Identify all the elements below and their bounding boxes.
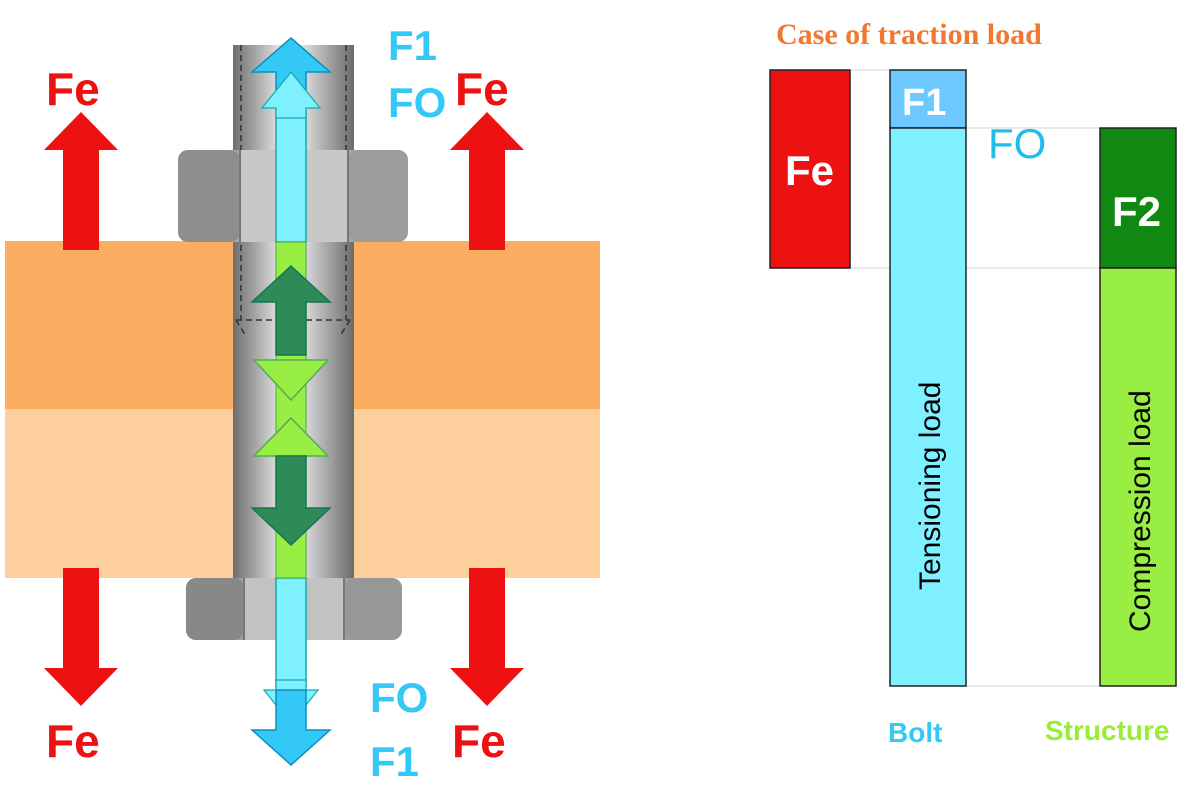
bolt-added-load-bar	[889, 69, 967, 129]
lower-plate-left	[5, 409, 233, 578]
bolt-tension-core-bottom	[275, 577, 307, 689]
fe-label-bottom-right: Fe	[452, 715, 506, 767]
guide-lines	[850, 69, 1100, 687]
bolt-tensioning-bar	[889, 127, 967, 687]
structure-arrow-down-light-1	[252, 359, 330, 402]
external-force-arrow-bottom-left	[44, 568, 118, 706]
compression-load-label: Compression load	[1124, 390, 1157, 632]
joint-illustration: Fe Fe Fe Fe F1 FO FO F1	[5, 22, 600, 785]
load-bars-diagram: Case of traction load Fe F1 Tensioning l…	[769, 18, 1177, 748]
upper-plate-right	[354, 241, 600, 409]
fe-label-top-left: Fe	[46, 63, 100, 115]
structure-arrow-down-dark-2	[250, 455, 332, 547]
diagram-title: Case of traction load	[776, 18, 1042, 51]
structure-relief-label: F2	[1112, 188, 1161, 235]
bolt-caption: Bolt	[888, 717, 942, 748]
structure-compression-bar	[1099, 267, 1177, 687]
fe-label-top-right: Fe	[455, 63, 509, 115]
bolt-force-arrow-down	[250, 689, 332, 767]
structure-caption: Structure	[1045, 715, 1169, 746]
external-force-arrow-top-right	[450, 112, 524, 250]
lower-plate-right	[354, 409, 600, 578]
structure-arrow-up-dark-1	[250, 264, 332, 356]
f1-label-bottom: F1	[370, 738, 419, 785]
preload-label: FO	[988, 120, 1046, 167]
bolt-thread-lines	[235, 45, 351, 337]
f1-label-top: F1	[388, 22, 437, 69]
tensioning-load-label: Tensioning load	[914, 382, 947, 591]
bolt-tension-core-top	[275, 99, 307, 243]
bolt-added-load-label: F1	[902, 82, 946, 124]
upper-plate-left	[5, 241, 233, 409]
external-force-arrow-top-left	[44, 112, 118, 250]
external-load-bar	[769, 69, 851, 269]
bolt-preload-arrow-up	[260, 71, 322, 119]
fe-label-bottom-left: Fe	[46, 715, 100, 767]
external-load-bar-label: Fe	[785, 147, 834, 194]
fo-label-top: FO	[388, 79, 446, 126]
fo-label-bottom: FO	[370, 674, 428, 721]
external-force-arrow-bottom-right	[450, 568, 524, 706]
